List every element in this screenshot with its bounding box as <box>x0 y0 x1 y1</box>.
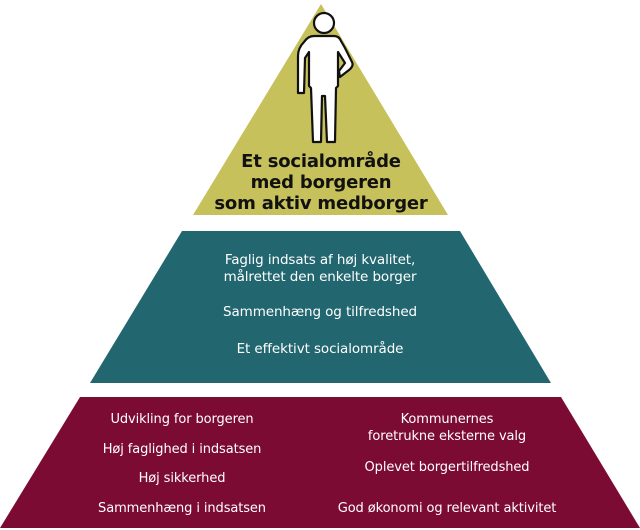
bottom-left-item-4: Sammenhæng i indsatsen <box>98 501 266 516</box>
bottom-left-item-1: Udvikling for borgeren <box>110 412 254 427</box>
bottom-right-item-1-line-2: foretrukne eksterne valg <box>367 429 527 444</box>
person-icon <box>296 11 354 144</box>
top-title-line-2: med borgeren <box>250 172 392 193</box>
bottom-right-item-2: Oplevet borgertilfredshed <box>364 460 530 475</box>
bottom-right-item-3: God økonomi og relevant aktivitet <box>337 501 557 516</box>
bottom-right-item-1-line-1: Kommunernes <box>400 412 494 427</box>
pyramid-middle-tier <box>90 231 551 383</box>
middle-item-1-line-1: Faglig indsats af høj kvalitet, <box>224 252 416 268</box>
bottom-left-item-2: Høj faglighed i indsatsen <box>102 442 262 457</box>
top-title-line-1: Et socialområde <box>241 151 401 172</box>
middle-item-1-line-2: målrettet den enkelte borger <box>223 269 417 285</box>
pyramid-bottom-tier <box>0 397 640 528</box>
top-title-line-3: som aktiv medborger <box>214 193 428 214</box>
bottom-left-item-3: Høj sikkerhed <box>138 471 226 486</box>
middle-item-3: Et effektivt socialområde <box>236 341 404 357</box>
middle-item-2: Sammenhæng og tilfredshed <box>223 304 417 320</box>
